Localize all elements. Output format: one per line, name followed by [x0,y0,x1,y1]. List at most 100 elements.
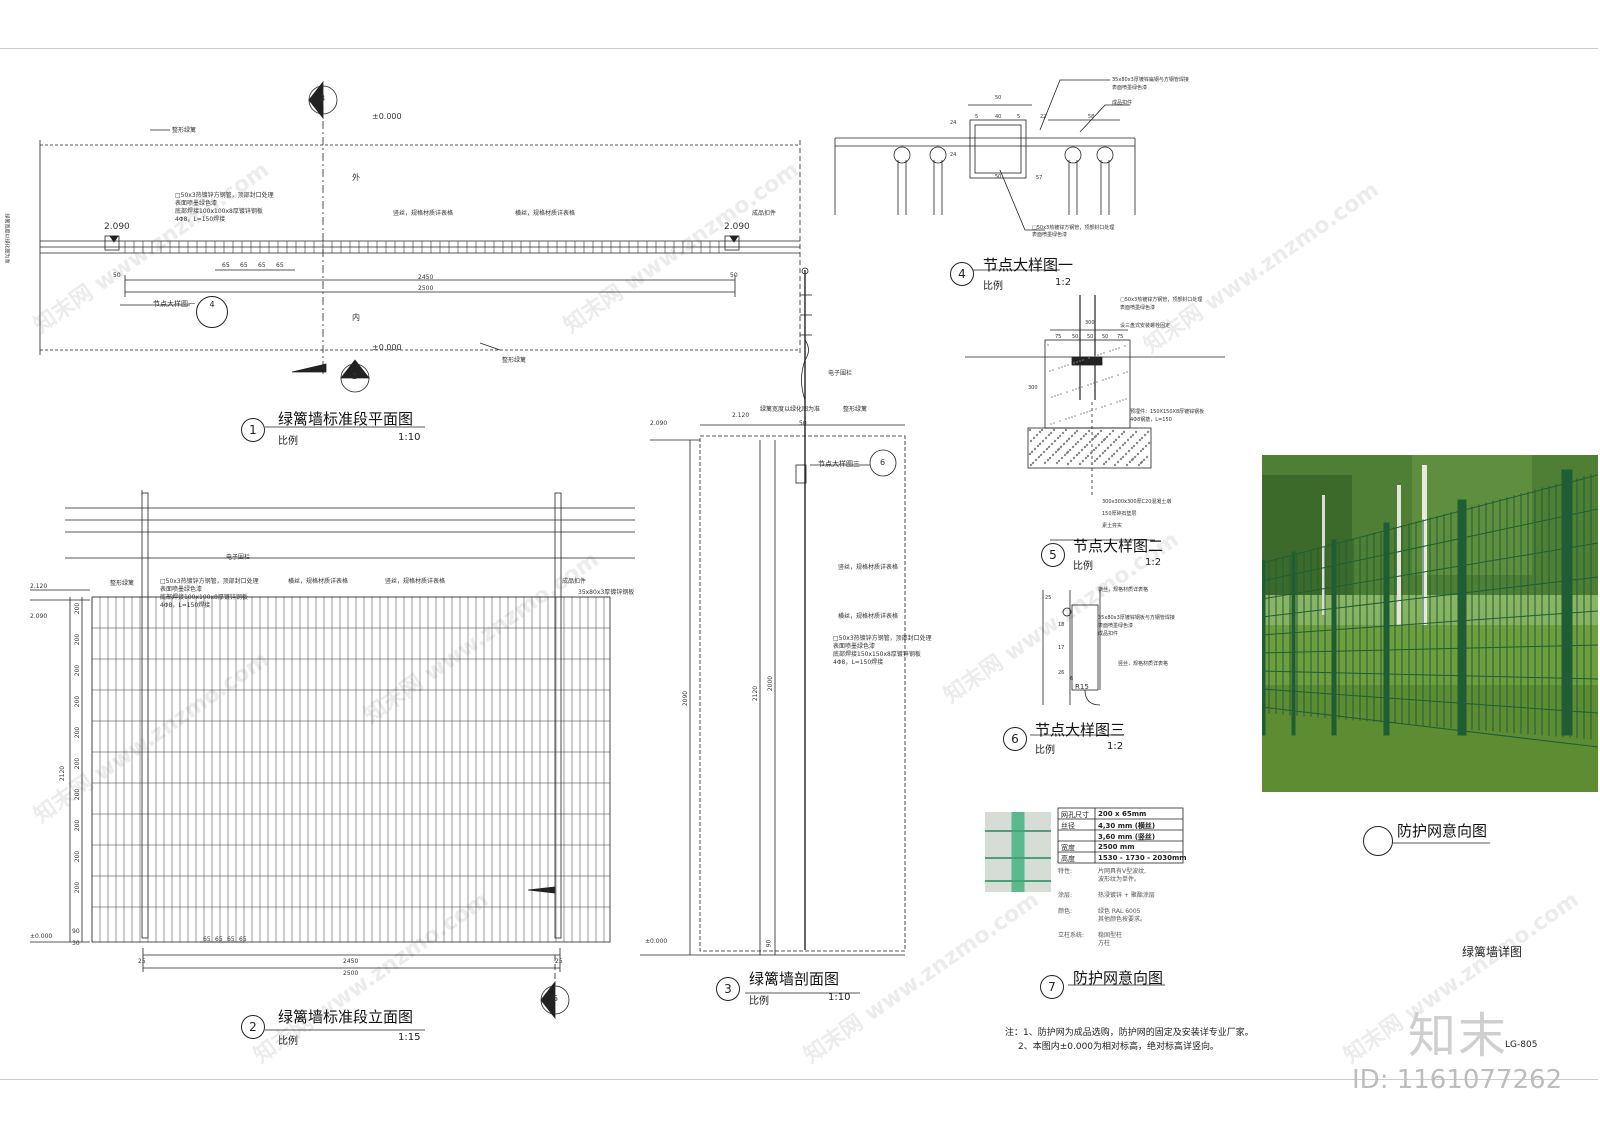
node2-note1-2: 表面喷墨绿色漆 [1120,305,1156,311]
node2-note3-2: 4Φ8钢筋，L=150 [1130,417,1172,423]
plan-horiz-wire: 横丝，规格材质详表格 [515,210,576,217]
node1-dim-50b: 50 [995,174,1002,180]
node2-dim-50b: 50 [1087,334,1094,340]
view7-title: 防护网意向图 [1073,969,1164,987]
node1-note2: 表面喷墨绿色漆 [1112,85,1148,91]
gravel-dot [1033,447,1037,451]
section-hedge-note: 绿篱宽度以绿化图为准 [760,406,821,413]
gravel-dot [1054,450,1058,454]
plan-post-note-3: 底部焊接100x100x8厚镀锌钢板 [175,208,263,215]
plan-inner: 内 [352,313,360,322]
section-wire-ticks [800,294,812,336]
spec-value: 200 x 65mm [1098,810,1147,818]
gravel-dot [1120,432,1124,436]
gravel-dot [1051,453,1055,457]
node2-note2: 设三盘式安装螺栓固定 [1120,323,1171,329]
node3-radius: R15 [1075,683,1089,691]
spec-value: 4,30 mm (横丝) [1098,822,1156,830]
section-dim-top: 2.120 [732,412,750,419]
node1-dim-58: 58 [1088,114,1095,120]
view6-number: 6 [1003,727,1027,751]
elev-hedge-label: 整形绿篱 [110,580,135,587]
gravel-dot [1062,442,1066,446]
section-post-note-2: 表面喷墨绿色漆 [833,643,876,650]
gravel-dot [1057,447,1061,451]
gravel-dot [1083,445,1087,449]
gravel-dot [1058,434,1062,438]
gravel-dot [1112,440,1116,444]
spec-table [1057,807,1184,864]
gravel-dot [1068,448,1072,452]
concrete-dot [1104,405,1106,407]
section-h-90: 90 [765,939,773,948]
concrete-dot [1068,417,1070,419]
spec-key: 网孔尺寸 [1061,811,1089,819]
concrete-dot [1075,388,1077,390]
concrete-dot [1076,361,1078,363]
elev-flat-bar: 35x80x3厚镀锌钢板 [578,589,635,596]
gravel-dot [1066,450,1070,454]
gravel-dot [1037,455,1041,459]
gravel-dot [1105,435,1109,439]
elev-row-label: 200 [74,664,82,677]
concrete-dot [1110,403,1112,405]
gravel-dot [1126,438,1130,442]
concrete-dot [1065,418,1067,420]
node3-dim-6: 6 [1070,676,1074,682]
concrete-dot [1060,393,1062,395]
plan-sec-top: 3 [320,94,326,103]
mesh-grid [91,596,610,942]
concrete-dot [1079,360,1081,362]
concrete-dot [1115,348,1117,350]
elev-height-total: 2120 [59,765,67,782]
gravel-dot [1067,437,1071,441]
gravel-dot [1072,456,1076,460]
photo-fence-post [1383,522,1390,736]
node1-post [969,119,1027,179]
gravel-dot [1070,434,1074,438]
gravel-dot [1092,448,1096,452]
section-post-note-3: 底部焊接150x150x8厚镀锌钢板 [833,651,921,658]
sheet-title: 绿篱墙详图 [1462,945,1523,959]
view2-number: 2 [241,1015,265,1039]
gravel-dot [1030,450,1034,454]
elev-dim-65-4: 65 [239,936,247,943]
concrete-dot [1125,398,1127,400]
gravel-dot [1087,429,1091,433]
concrete-dot [1074,415,1076,417]
gravel-dot [1134,430,1138,434]
elev-post-note-1: □50x3热镀锌方钢管，顶部封口处理 [160,578,259,585]
gravel-dot [1096,432,1100,436]
gravel-dot [1078,462,1082,466]
gravel-dot [1143,433,1147,437]
gravel-dot [1086,454,1090,458]
gravel-dot [1115,449,1119,453]
gravel-dot [1061,431,1065,435]
gravel-dot [1131,457,1135,461]
gravel-dot [1109,443,1113,447]
gravel-dot [1081,459,1085,463]
concrete-dot [1064,365,1066,367]
plan-dim-50-right: 50 [730,272,738,279]
plan-dim-65-1: 65 [222,262,230,269]
elev-post-note-3: 底部焊接100x100x8厚镀锌钢板 [160,594,248,601]
section-h-2000: 2000 [767,675,775,692]
gravel-dot [1114,438,1118,442]
plan-dim-2450: 2450 [418,274,434,281]
view1-title: 绿篱墙标准段平面图 [278,410,414,428]
gravel-dot [1116,460,1120,464]
gravel-dot [1071,445,1075,449]
view1-number: 1 [241,418,265,442]
gravel-dot [1139,449,1143,453]
gravel-dot [1050,442,1054,446]
plan-node-ref-bubble: 4 [196,296,228,328]
elev-row-label: 200 [74,788,82,801]
gravel-dot [1085,443,1089,447]
view4-title: 节点大样图一 [983,256,1074,274]
spec-extra-key: 颜色: [1058,908,1073,915]
spec-value: 2500 mm [1098,843,1135,851]
gravel-dot [1039,453,1043,457]
gravel-dot [1144,444,1148,448]
elev-level-2090: 2.090 [30,613,48,620]
gravel-dot [1113,463,1117,467]
